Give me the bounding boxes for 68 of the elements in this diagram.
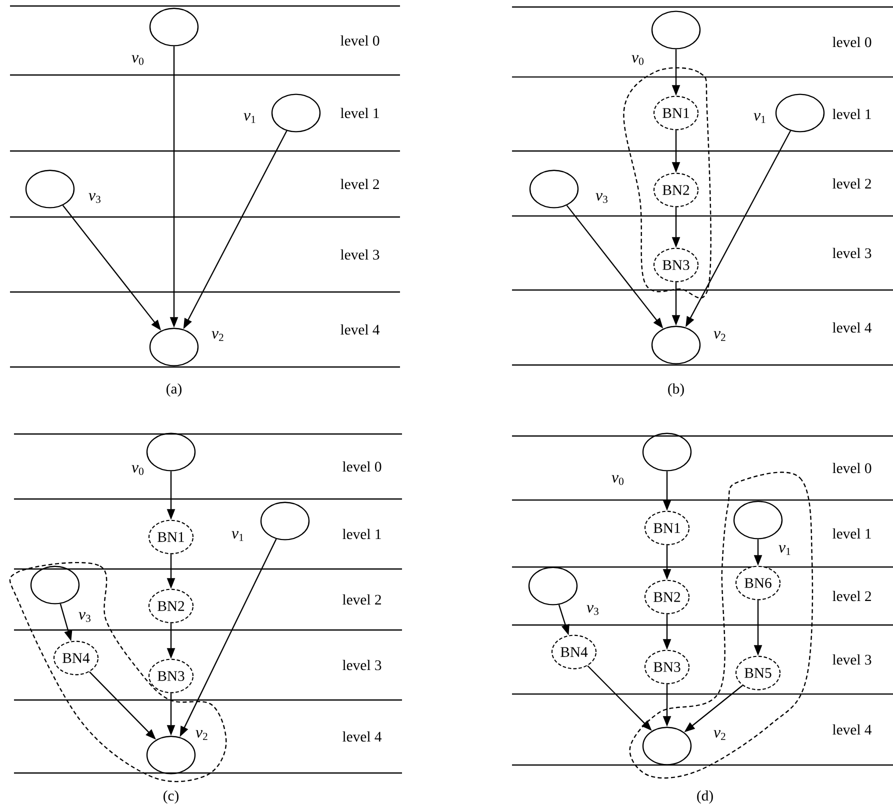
vertex-label: v$_{3}$ [596, 193, 608, 203]
dashed-ellipse-node: BN6 [735, 566, 781, 600]
vertex-circle [260, 502, 310, 540]
vertex-circle [149, 8, 199, 46]
level-label: level 2 [342, 594, 381, 605]
dashed-ellipse-node: BN1 [644, 510, 690, 546]
dashed-ellipse-node: BN2 [148, 588, 194, 624]
dashed-ellipse-node: BN1 [148, 520, 194, 554]
dashed-ellipse-node: BN4 [53, 640, 99, 676]
vertex-label: v$_{0}$ [132, 465, 144, 475]
dashed-ellipse-node: BN1 [653, 96, 699, 130]
vertex-circle [642, 432, 692, 472]
dashed-ellipse-node: BN5 [735, 656, 781, 690]
panel-caption: (b) [668, 383, 684, 397]
vertex-label: v$_{1}$ [244, 113, 256, 123]
vertex-label: v$_{1}$ [232, 531, 244, 541]
level-label: level 3 [342, 660, 382, 670]
level-label: level 3 [340, 249, 380, 260]
vertex-circle [775, 94, 825, 132]
vertex-label: v$_{3}$ [88, 193, 100, 203]
level-label: level 0 [342, 461, 382, 472]
dashed-ellipse-node: BN2 [653, 172, 699, 208]
level-label: level 1 [832, 528, 871, 539]
level-label: level 0 [832, 36, 872, 48]
dashed-ellipse-node: BN2 [644, 580, 690, 614]
level-label: level 4 [342, 731, 382, 742]
dashed-ellipse-node: BN3 [148, 658, 194, 694]
level-label: level 0 [340, 35, 380, 46]
dashed-ellipse-node: BN3 [644, 650, 690, 684]
vertex-label: v$_{0}$ [612, 475, 624, 485]
vertex-circle [146, 736, 196, 774]
level-label: level 2 [832, 590, 871, 602]
level-label: level 0 [832, 462, 872, 474]
vertex-label: v$_{0}$ [632, 55, 644, 65]
vertex-label: v$_{0}$ [132, 55, 144, 65]
panel-caption: (d) [697, 790, 713, 804]
level-label: level 4 [832, 322, 872, 333]
level-label: level 1 [340, 108, 379, 118]
vertex-circle [651, 326, 701, 364]
vertex-circle [25, 170, 75, 208]
vertex-circle [146, 432, 196, 472]
vertex-circle [528, 566, 578, 606]
vertex-circle [651, 10, 701, 50]
vertex-label: v$_{2}$ [212, 331, 224, 341]
dashed-ellipse-node: BN4 [551, 634, 597, 670]
vertex-circle [30, 566, 80, 604]
vertex-label: v$_{1}$ [754, 113, 766, 123]
vertex-label: v$_{3}$ [78, 612, 90, 622]
vertex-label: v$_{2}$ [714, 730, 726, 740]
vertex-label: v$_{2}$ [196, 730, 208, 740]
level-label: level 1 [342, 528, 381, 540]
vertex-circle [149, 328, 199, 366]
vertex-circle [642, 726, 692, 766]
panel-caption: (a) [166, 383, 182, 397]
level-label: level 4 [832, 724, 872, 735]
level-label: level 3 [832, 248, 872, 258]
vertex-label: v$_{3}$ [586, 605, 598, 615]
level-label: level 2 [340, 178, 379, 190]
vertex-circle [271, 94, 321, 132]
vertex-circle [733, 500, 783, 540]
level-label: level 2 [832, 178, 871, 189]
level-label: level 3 [832, 654, 872, 665]
vertex-circle [529, 170, 579, 208]
panel-caption: (c) [164, 790, 178, 804]
dashed-ellipse-node: BN3 [653, 248, 699, 282]
vertex-label: v$_{2}$ [714, 331, 726, 341]
vertex-label: v$_{1}$ [778, 545, 790, 555]
level-label: level 4 [340, 324, 380, 335]
